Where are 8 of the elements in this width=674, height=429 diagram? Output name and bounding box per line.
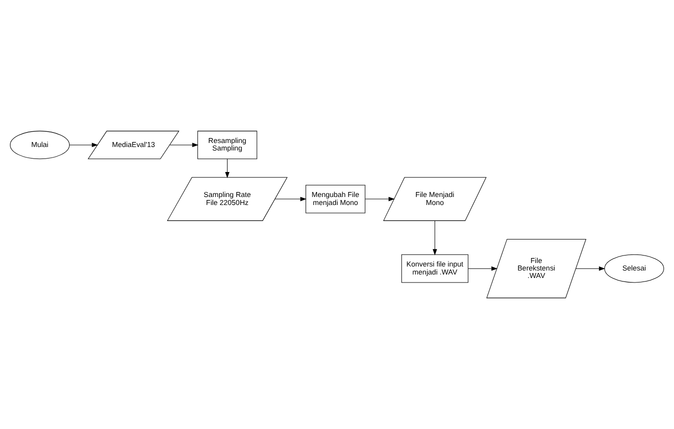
arrow (225, 158, 230, 178)
arrow (364, 196, 395, 202)
arrow (170, 142, 198, 148)
arrow (576, 266, 606, 271)
arrow (274, 196, 306, 202)
arrow (432, 220, 438, 256)
arrow (468, 266, 498, 271)
arrow (69, 142, 98, 148)
